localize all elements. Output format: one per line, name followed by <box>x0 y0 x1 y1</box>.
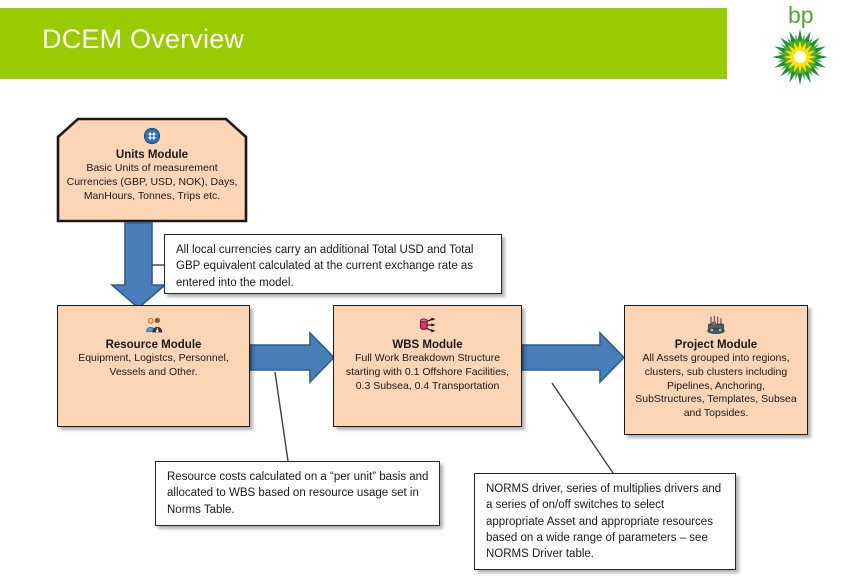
module-project-title: Project Module <box>674 339 758 351</box>
module-units-title: Units Module <box>115 149 189 161</box>
module-project[interactable]: Project Module All Assets grouped into r… <box>624 305 808 435</box>
bp-wordmark: bp <box>788 2 814 28</box>
leader-resource-note <box>274 371 289 462</box>
wbs-network-icon <box>419 317 435 333</box>
leader-norms-note <box>551 382 614 474</box>
offshore-platform-icon <box>707 315 725 334</box>
page-title: DCEM Overview <box>42 24 245 54</box>
module-wbs-body: Full Work Breakdown Structure starting w… <box>345 352 510 392</box>
module-units-body: Basic Units of measurement Currencies (G… <box>66 162 238 202</box>
units-module-shape <box>56 117 248 223</box>
bp-logo: bp <box>762 4 840 86</box>
header-bar <box>0 8 727 79</box>
module-wbs-title: WBS Module <box>392 339 463 351</box>
people-resource-icon <box>145 317 162 333</box>
note-resource-cost: Resource costs calculated on a “per unit… <box>155 461 440 526</box>
bp-helios-icon <box>772 29 828 85</box>
module-resource-body: Equipment, Logistcs, Personnel, Vessels … <box>78 352 229 379</box>
arrow-units-to-resource <box>109 222 168 310</box>
module-resource-title: Resource Module <box>105 339 202 351</box>
note-norms-driver: NORMS driver, series of multiplies drive… <box>474 473 736 570</box>
units-grid-icon <box>143 127 161 145</box>
module-wbs[interactable]: WBS Module Full Work Breakdown Structure… <box>333 305 522 427</box>
module-units[interactable]: Units Module Basic Units of measurement … <box>56 117 248 223</box>
module-project-body: All Assets grouped into regions, cluster… <box>635 352 797 419</box>
module-resource[interactable]: Resource Module Equipment, Logistcs, Per… <box>57 305 250 427</box>
arrow-resource-to-wbs <box>249 331 336 384</box>
arrow-wbs-to-project <box>521 331 626 384</box>
note-currency: All local currencies carry an additional… <box>164 234 502 294</box>
